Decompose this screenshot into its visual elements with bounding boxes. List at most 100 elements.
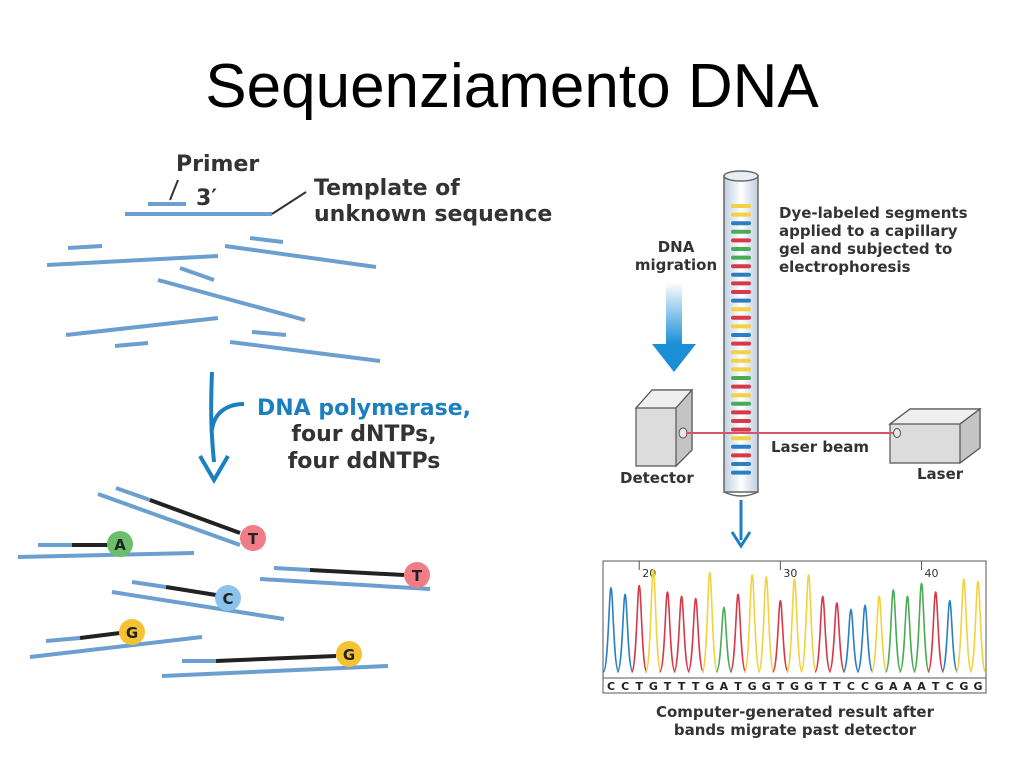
trace-peak: [870, 595, 888, 673]
detector-box: [634, 388, 694, 468]
laser-box: [888, 407, 982, 465]
trace-peak: [658, 591, 677, 673]
terminator-label: T: [412, 567, 423, 585]
dye-band: [731, 393, 751, 398]
reaction-label: DNA polymerase, four dNTPs, four ddNTPs: [246, 396, 482, 475]
trace-peak: [941, 599, 959, 673]
dye-band: [731, 298, 751, 303]
chromatogram-caption: Computer-generated result after bands mi…: [620, 703, 970, 739]
terminator-T: T: [404, 562, 430, 588]
detector-label: Detector: [620, 469, 694, 487]
base-call: C: [607, 680, 615, 693]
migration-label-line1: DNA: [657, 238, 695, 256]
dye-band: [731, 315, 751, 320]
base-call: T: [833, 680, 841, 693]
capillary-label-line1: Dye-labeled segments: [779, 204, 968, 222]
trace-peak: [715, 606, 733, 673]
trace-peak: [955, 578, 973, 673]
base-call: T: [664, 680, 672, 693]
trace-peaks: [602, 568, 987, 673]
dye-band: [731, 376, 751, 380]
result-arrow: [730, 500, 752, 549]
dye-band: [731, 453, 751, 458]
trace-peak: [800, 573, 818, 673]
trace-peak: [757, 576, 775, 673]
base-call: A: [917, 680, 926, 693]
base-call: T: [777, 680, 785, 693]
capillary-label-line2: applied to a capillary: [779, 222, 958, 240]
trace-peak: [842, 608, 860, 673]
dye-band: [731, 281, 751, 286]
base-call: G: [790, 680, 799, 693]
terminator-G: G: [119, 619, 145, 645]
dye-band: [731, 358, 751, 363]
template-label-line2: unknown sequence: [314, 202, 553, 228]
trace-peak: [729, 593, 747, 673]
base-call: T: [932, 680, 940, 693]
trace-peak: [616, 593, 634, 673]
base-call: G: [875, 680, 884, 693]
base-call: C: [621, 680, 629, 693]
trace-peak: [630, 584, 648, 673]
trace-peak: [701, 571, 719, 673]
base-call: T: [692, 680, 700, 693]
base-call: G: [804, 680, 813, 693]
trace-peak: [969, 580, 987, 673]
trace-peak: [602, 586, 620, 673]
base-call: C: [861, 680, 869, 693]
dye-band: [731, 204, 751, 208]
migration-label-line2: migration: [634, 256, 718, 274]
reaction-label-line1: DNA polymerase,: [256, 396, 472, 421]
trace-tick-label: 40: [925, 567, 939, 580]
primer-pointer: [169, 179, 179, 201]
dye-bands: [731, 204, 751, 475]
base-call: T: [635, 680, 643, 693]
trace-peak: [673, 595, 691, 673]
dye-band: [731, 307, 751, 312]
terminator-A: A: [107, 531, 133, 557]
dye-band: [731, 470, 751, 475]
dye-band: [731, 333, 751, 337]
capillary-tube: [723, 170, 759, 497]
trace-peak: [912, 582, 931, 673]
trace-peak: [884, 589, 902, 673]
dye-band: [731, 350, 751, 355]
base-call: G: [649, 680, 658, 693]
migration-label: DNA migration: [624, 238, 728, 274]
primer-3prime-label: 3′: [196, 186, 218, 211]
slide-title: Sequenziamento DNA: [205, 52, 819, 121]
base-call: A: [889, 680, 898, 693]
trace-tick-label: 30: [783, 567, 797, 580]
trace-peak: [644, 568, 662, 673]
trace-peak: [927, 591, 945, 673]
dye-band: [731, 384, 751, 389]
dye-band: [731, 367, 751, 372]
dye-band: [731, 255, 751, 260]
trace-peak: [828, 602, 846, 673]
terminator-T: T: [240, 525, 266, 551]
base-call: C: [847, 680, 855, 693]
template-label: Template of unknown sequence: [314, 176, 552, 229]
base-call: C: [946, 680, 954, 693]
trace-peak: [771, 599, 789, 673]
trace-peak: [687, 597, 705, 673]
trace-peak: [743, 573, 761, 673]
primer-label: Primer: [176, 152, 260, 177]
dye-band: [731, 272, 751, 277]
dye-band: [731, 264, 751, 269]
base-call: T: [819, 680, 827, 693]
dye-band: [731, 324, 751, 329]
dye-band: [731, 341, 751, 346]
laser-label: Laser: [917, 465, 964, 483]
terminator-C: C: [215, 585, 241, 611]
dye-band: [731, 419, 751, 423]
dye-band: [731, 238, 751, 243]
dye-band: [731, 462, 751, 466]
base-call: T: [678, 680, 686, 693]
terminator-label: G: [343, 646, 355, 664]
template-label-line1: Template of: [314, 176, 460, 201]
migration-arrow: [652, 282, 696, 372]
base-call: G: [705, 680, 714, 693]
